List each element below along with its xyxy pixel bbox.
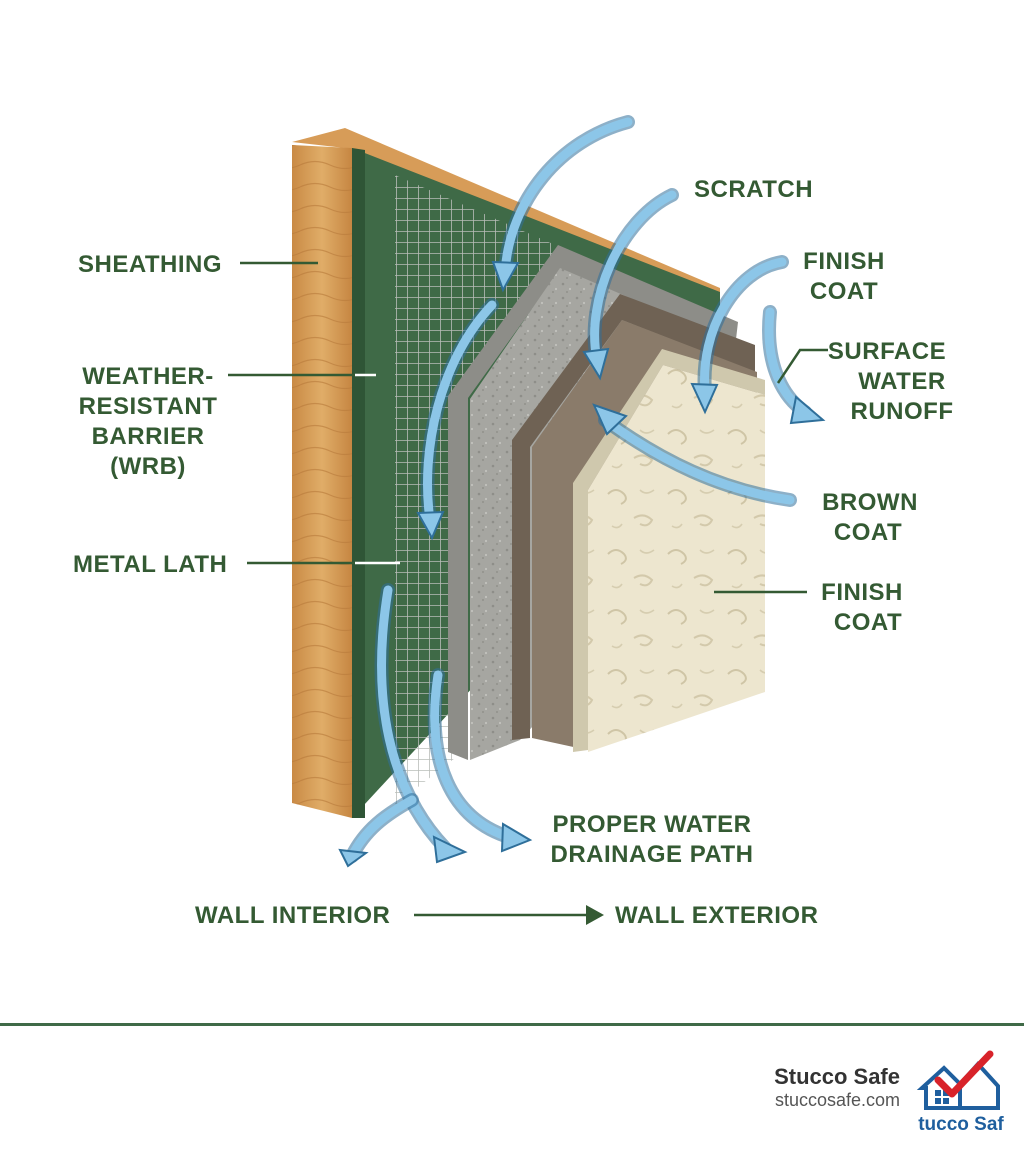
finish-coat-layer — [573, 349, 765, 752]
brand-name: Stucco Safe — [774, 1064, 900, 1089]
label-scratch: SCRATCH — [694, 176, 813, 203]
label-runoff-line1: SURFACE — [828, 338, 946, 365]
logo-text: tucco Saf — [918, 1114, 1004, 1134]
label-runoff-line2: WATER — [858, 368, 945, 395]
label-sheathing: SHEATHING — [78, 251, 222, 278]
label-wrb-line1: WEATHER- — [82, 363, 214, 390]
label-brown-line2: COAT — [834, 519, 902, 546]
label-runoff-line3: RUNOFF — [851, 398, 954, 425]
label-wrb-line2: RESISTANT — [79, 393, 218, 420]
label-brown-line1: BROWN — [822, 489, 918, 516]
footer-divider — [0, 1023, 1024, 1026]
sheathing-panel — [292, 128, 720, 818]
label-finish-line2: COAT — [834, 609, 902, 636]
label-finish-line1: FINISH — [821, 579, 903, 606]
label-wrb-line4: (WRB) — [110, 453, 186, 480]
label-drainage-line1: PROPER WATER — [553, 811, 752, 838]
water-arrows — [338, 115, 826, 868]
label-wall-interior: WALL INTERIOR — [195, 902, 390, 929]
leader-lines — [228, 261, 828, 594]
label-metal-lath: METAL LATH — [73, 551, 227, 578]
stucco-safe-logo-icon[interactable]: tucco Saf — [916, 1050, 1006, 1134]
label-finish-top-line1: FINISH — [803, 248, 885, 275]
interior-exterior-arrow — [414, 905, 604, 925]
label-finish-top-line2: COAT — [810, 278, 878, 305]
label-wall-exterior: WALL EXTERIOR — [615, 902, 818, 929]
label-drainage-line2: DRAINAGE PATH — [551, 841, 754, 868]
brand-url: stuccosafe.com — [774, 1090, 900, 1110]
metal-lath — [395, 175, 585, 805]
label-wrb-line3: BARRIER — [92, 423, 205, 450]
